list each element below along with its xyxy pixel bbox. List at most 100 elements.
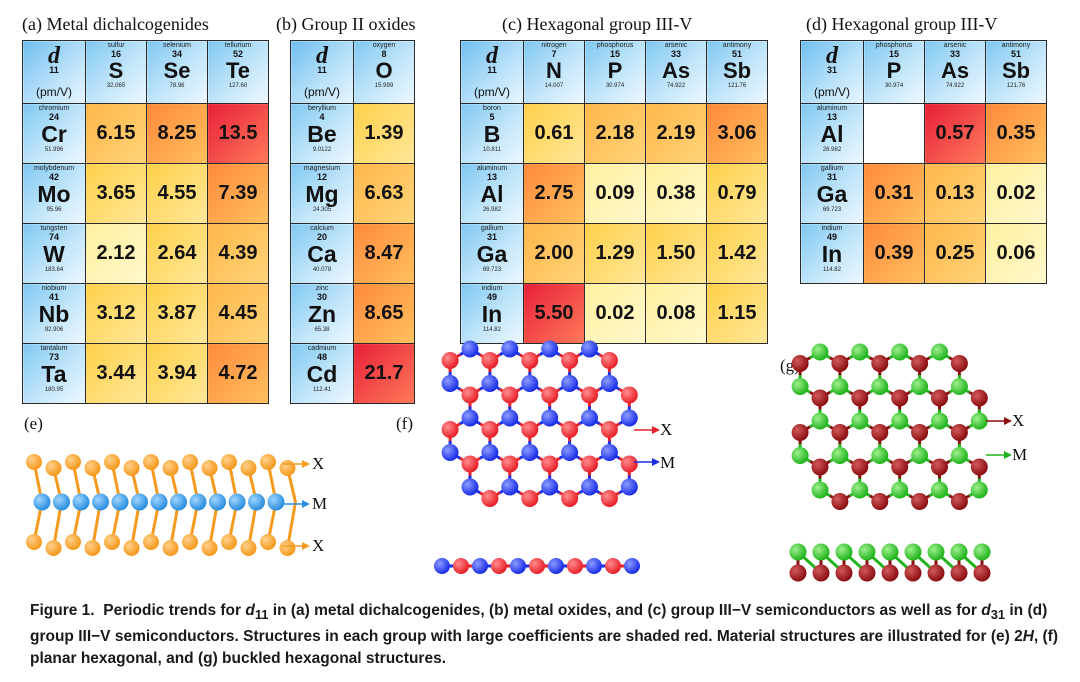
panel-d-value-In-P: 0.39 (863, 223, 925, 284)
panel-d-value-Ga-Sb: 0.02 (985, 163, 1047, 224)
panel-c-row-Al-number: 13 (486, 172, 497, 182)
g-atom-x (811, 389, 829, 407)
e-atom-x-bottom (279, 540, 296, 556)
panel-d-row-Ga-symbol: Ga (816, 181, 848, 207)
panel-a-col-Se-number: 34 (171, 49, 182, 59)
e-atom-x-top (26, 454, 42, 470)
panel-d-col-P-symbol: P (886, 58, 902, 83)
panel-a-row-Nb-mass: 92.906 (44, 327, 64, 333)
caption-t1: Periodic trends for (103, 602, 246, 619)
panel-b-row-Zn-name: zinc (315, 285, 329, 292)
panel-b-col-O-symbol: O (375, 58, 393, 83)
panel-c-col-Sb-name: antimony (722, 42, 752, 49)
caption-d2: d (981, 602, 991, 619)
g-atom-m (911, 447, 929, 464)
e-atom-x-bottom (201, 540, 218, 556)
panel-d-row-Ga-mass: 69.723 (822, 207, 842, 213)
panel-b-row-Be-number: 4 (319, 112, 325, 122)
f-atom-x (461, 386, 479, 404)
e-atom-m (53, 493, 70, 511)
panel-c-value-In-P: 0.02 (584, 283, 646, 344)
g-atom-x (831, 493, 849, 510)
panel-d-coef-sub: 31 (826, 65, 837, 75)
g-atom-m (871, 447, 889, 464)
panel-c-value-Al-Sb: 0.79 (706, 163, 768, 224)
panel-b-col-O-name: oxygen (372, 42, 396, 49)
caption-t4: , (f) planar hexagonal, and (g) buckled … (30, 628, 1059, 668)
panel-a-row-Mo-name: molybdenum (33, 165, 75, 172)
panel-a-col-Te-symbol: Te (225, 58, 251, 83)
e-atom-x-bottom (221, 534, 237, 550)
panel-c-col-N-number: 7 (551, 49, 557, 59)
panel-a-value-Cr-S: 6.15 (85, 103, 147, 164)
panel-d-row-Al-name: aluminum (816, 105, 848, 112)
panel-c-row-Ga-mass: 69.723 (482, 267, 502, 273)
f-arrow-label-x: X (660, 420, 673, 439)
panel-b-row-Cd-mass: 112.41 (313, 387, 331, 393)
panel-c-coef-sub: 11 (487, 65, 497, 75)
f-atom-m (541, 409, 559, 427)
g-arrow-m-head (1004, 451, 1012, 459)
panel-c-row-Al-symbol: Al (480, 181, 504, 207)
panel-b-title: (b) Group II oxides (276, 14, 416, 34)
panel-a-value-W-S: 2.12 (85, 223, 147, 284)
panel-b-value-Ca-O: 8.47 (353, 223, 415, 284)
panel-c-value-Al-P: 0.09 (584, 163, 646, 224)
panel-d-row-In-symbol: In (821, 241, 843, 267)
e-atom-x-top (84, 460, 101, 476)
e-atom-m (92, 493, 109, 511)
e-atom-x-top (65, 454, 81, 470)
panel-b-row-Be-name: beryllium (307, 105, 336, 112)
caption-h: H (1022, 628, 1034, 646)
g-atom-m (851, 343, 869, 361)
f-side-atom (529, 558, 545, 574)
e-atom-m (33, 493, 51, 511)
f-atom-x (521, 490, 539, 507)
panel-c-value-B-As: 2.19 (645, 103, 707, 164)
f-side-atom (510, 558, 526, 574)
g-side-atom-m (927, 543, 945, 561)
g-atom-x (950, 424, 968, 441)
g-side-atom-x (835, 564, 853, 582)
panel-b-row-Mg-name: magnesium (303, 165, 341, 172)
e-atom-m (248, 493, 265, 511)
e-atom-m (150, 493, 168, 511)
g-atom-m (891, 481, 909, 499)
panel-d-value-Ga-As: 0.13 (924, 163, 986, 224)
panel-a-row-Cr-number: 24 (48, 112, 59, 122)
panel-c-value-Ga-Sb: 1.42 (706, 223, 768, 284)
panel-d-row-In-mass: 114.82 (823, 267, 841, 273)
f-atom-x (620, 386, 638, 404)
panel-b-row-Mg-number: 12 (316, 172, 327, 182)
panel-c-value-B-P: 2.18 (584, 103, 646, 164)
e-arrow-x-bottom-head (302, 542, 310, 550)
panel-c-row-B-symbol: B (483, 121, 501, 147)
g-side-atom-x (973, 564, 991, 582)
panel-d-value-Al-P (863, 103, 925, 164)
f-atom-x (620, 455, 638, 473)
caption-sub2: 31 (990, 607, 1006, 623)
g-arrow-label-m: M (1012, 445, 1028, 464)
panel-b-value-Mg-O: 6.63 (353, 163, 415, 224)
panel-a-value-Ta-Se: 3.94 (146, 343, 208, 404)
